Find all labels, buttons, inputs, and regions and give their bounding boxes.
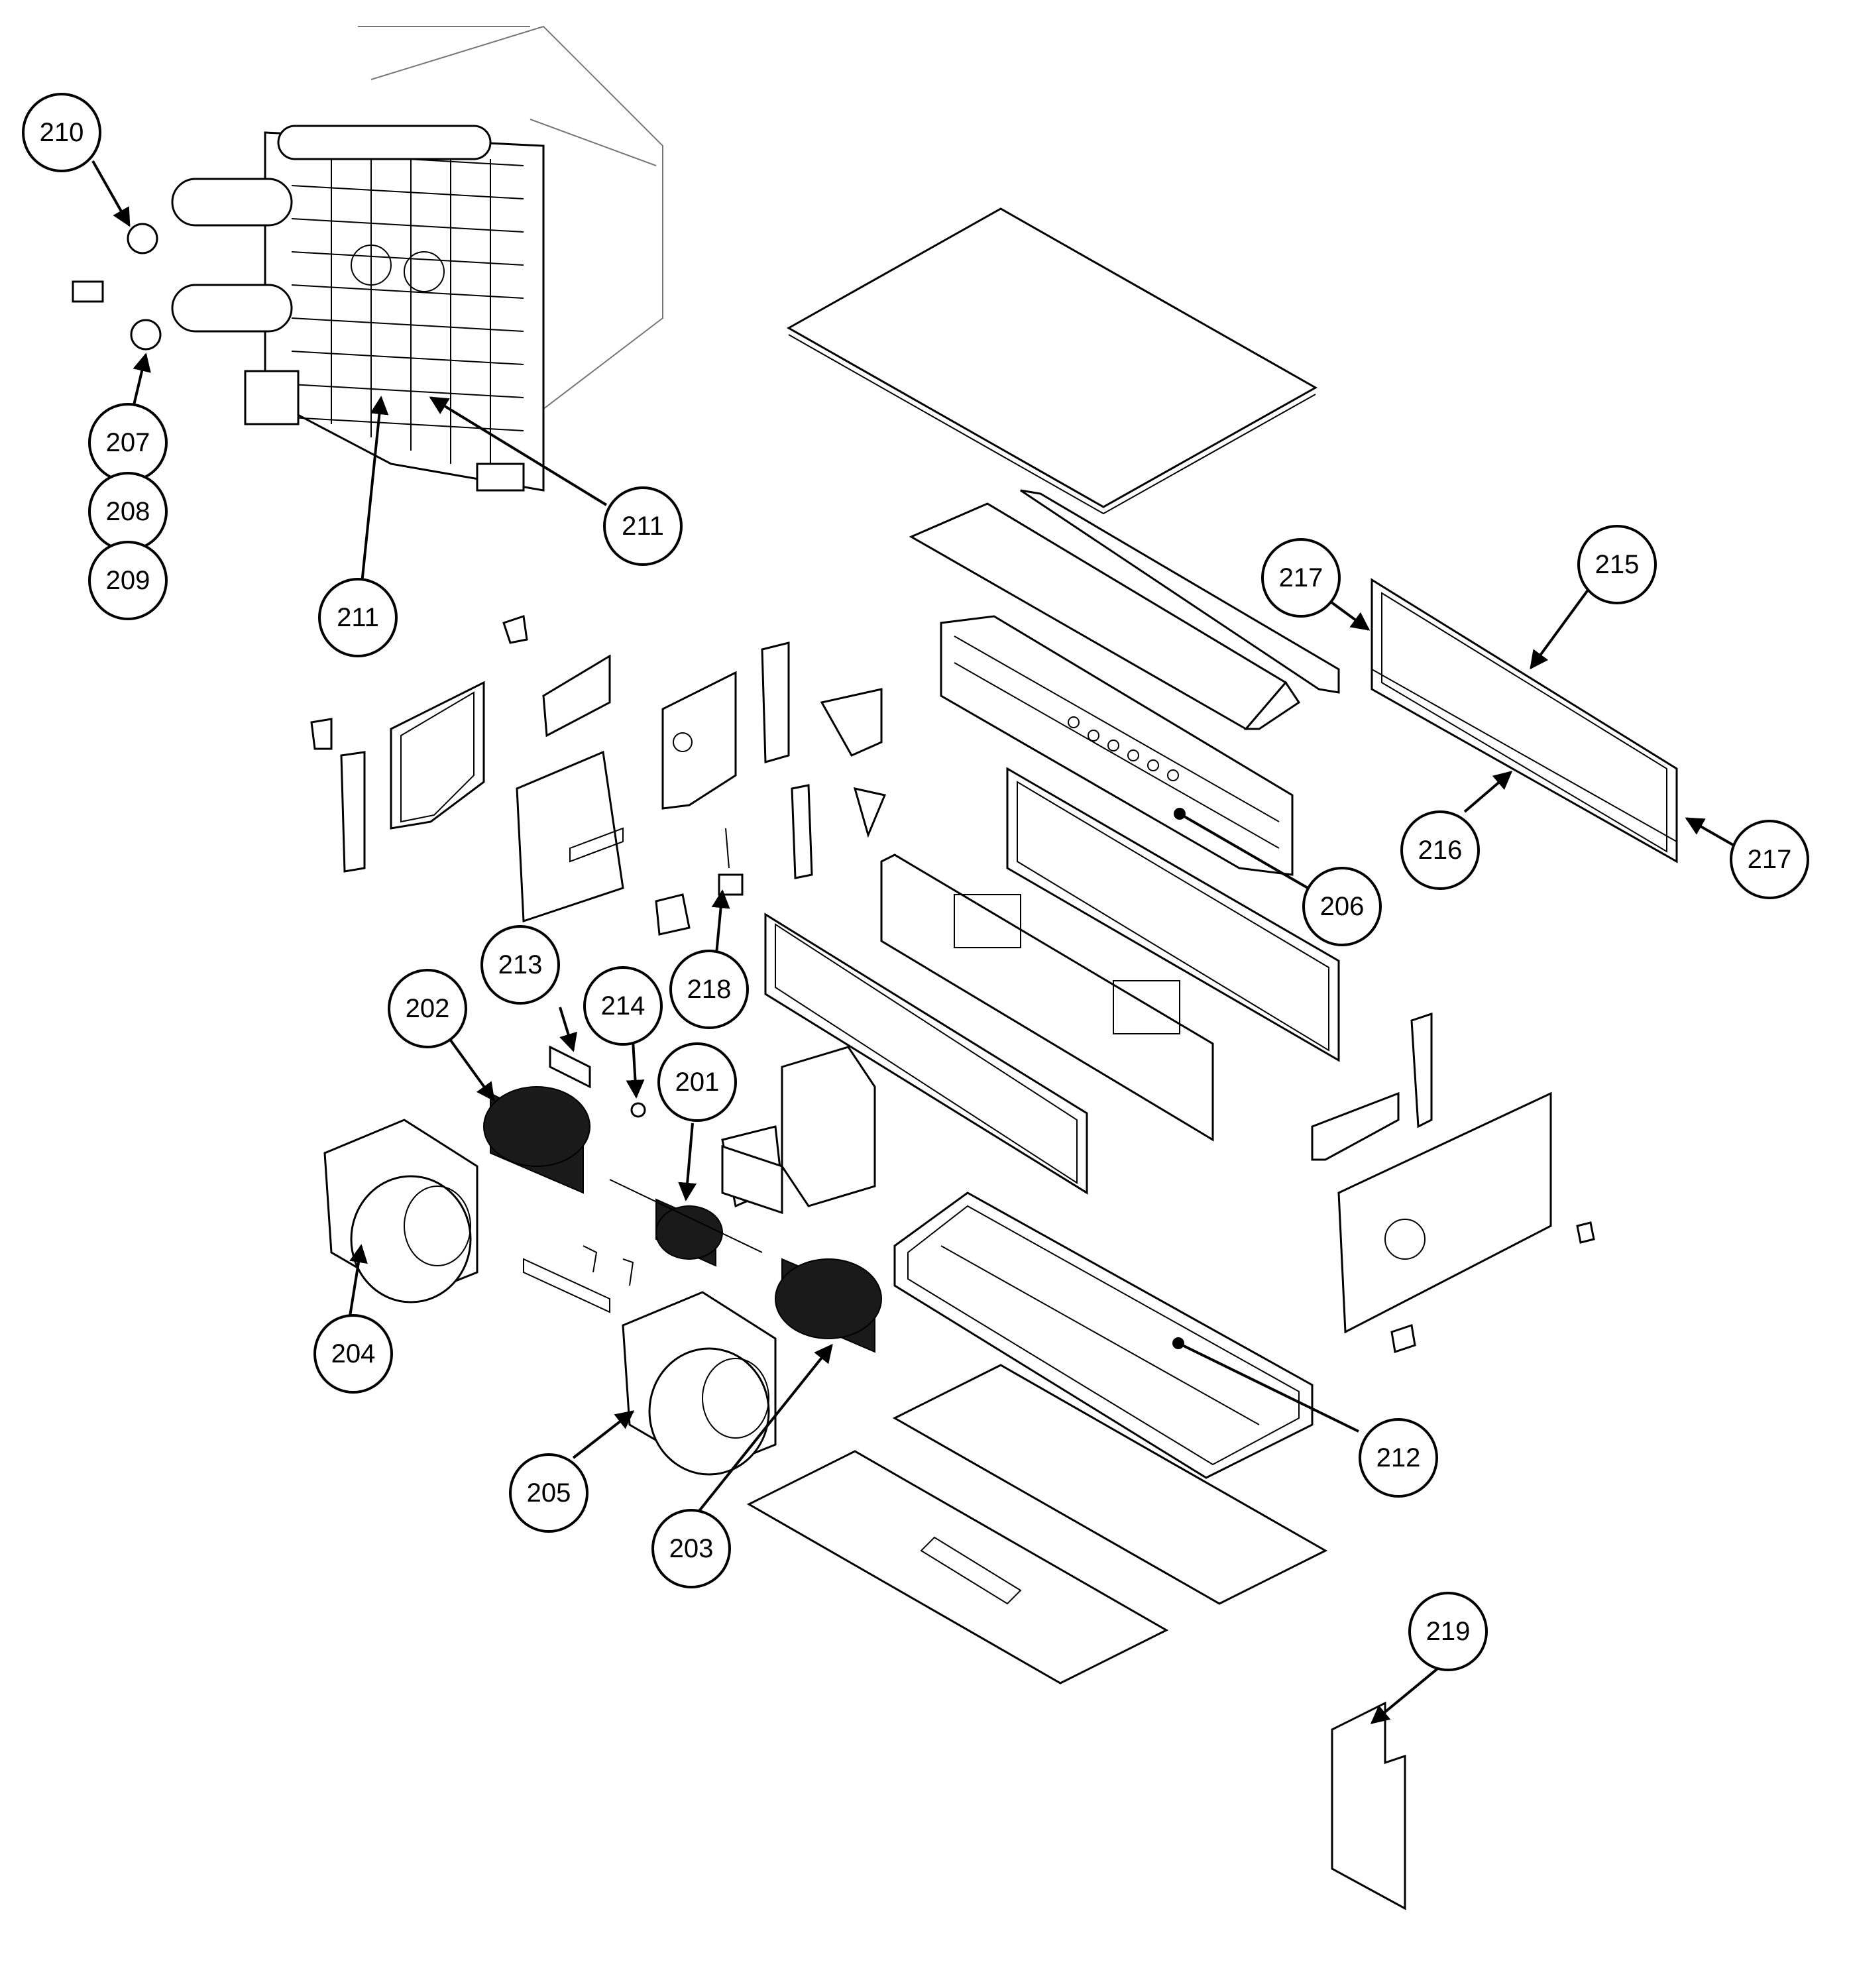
callout-208-label: 208 [106,497,150,526]
top-panel [786,207,1318,515]
access-panel-frame [1371,578,1678,863]
blower-wheel-center [609,1179,763,1267]
callout-206-label: 206 [1320,892,1365,921]
callout-217-top-label: 217 [1279,563,1323,592]
callout-211-lower-label: 211 [337,603,379,632]
heater-assembly [940,615,1294,876]
blower-wheel-right [775,1258,882,1353]
callout-215-label: 215 [1595,550,1640,579]
drain-pan [893,1191,1314,1479]
center-panels [764,767,1340,1195]
callout-205: 205 [509,1453,588,1533]
callout-203: 203 [651,1509,731,1588]
callout-211-lower: 211 [318,578,398,657]
callout-218-label: 218 [687,975,732,1004]
upper-sloped-panel [909,489,1340,730]
callout-214-label: 214 [601,991,645,1021]
callout-201-label: 201 [675,1068,720,1097]
callout-217-bottom-label: 217 [1748,845,1792,874]
motor-mount-parts [523,1045,783,1313]
callout-217-top: 217 [1261,538,1341,618]
callout-210-label: 210 [40,118,84,147]
right-side-panel [1311,1012,1595,1353]
label-sheet [1331,1701,1406,1910]
callout-204: 204 [313,1314,393,1394]
left-small-parts [310,615,887,936]
callout-212-label: 212 [1376,1443,1421,1472]
callout-206: 206 [1302,867,1382,946]
callout-205-label: 205 [527,1478,571,1508]
blower-wheel-left [483,1086,590,1194]
callout-216: 216 [1400,810,1480,890]
callout-212: 212 [1359,1418,1438,1498]
blower-housing-right [622,1291,777,1476]
callout-203-label: 203 [669,1534,714,1563]
callout-217-bottom: 217 [1730,820,1809,899]
callout-213: 213 [480,925,560,1005]
callout-218: 218 [669,950,749,1029]
callout-209: 209 [88,541,168,620]
callout-219: 219 [1408,1592,1488,1671]
callout-207: 207 [88,403,168,482]
callout-202-label: 202 [406,994,450,1023]
callout-211-right-label: 211 [622,512,664,541]
callout-207-label: 207 [106,428,150,457]
callout-211-right: 211 [603,486,683,566]
blower-housing-left [323,1119,478,1303]
callout-216-label: 216 [1418,836,1463,865]
callout-214: 214 [583,966,663,1046]
callout-219-label: 219 [1426,1617,1471,1646]
callout-213-label: 213 [498,950,543,979]
callout-201: 201 [657,1042,737,1122]
callout-210: 210 [22,93,101,172]
callout-209-label: 209 [106,566,150,595]
coil-assembly [72,25,663,492]
callout-208: 208 [88,472,168,551]
callout-202: 202 [388,969,467,1048]
callout-215: 215 [1577,525,1657,604]
bottom-panels [746,1364,1328,1684]
callout-204-label: 204 [331,1339,376,1368]
